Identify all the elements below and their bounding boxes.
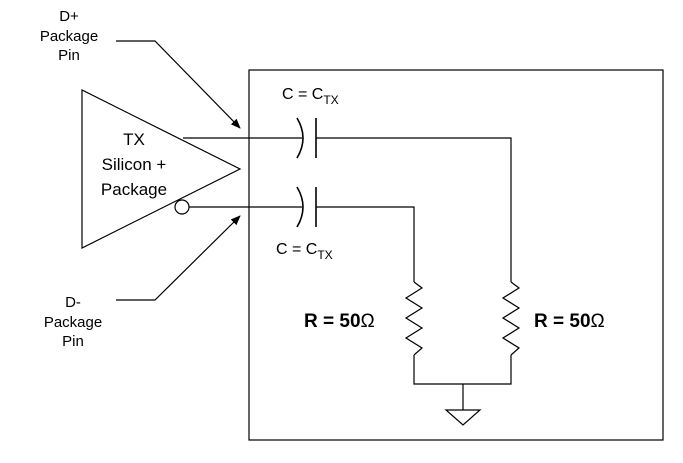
tx-driver-triangle [81,89,242,249]
top-capacitor-label-subscript: TX [323,93,338,107]
left-resistor-label: R = 50Ω [304,311,375,332]
tx-driver-label: TX Silicon + Package [101,130,167,199]
d-plus-label-line-1: D+ [59,8,79,25]
common-return-wire [413,355,512,385]
d-minus-callout-arrow [116,215,241,301]
tx-label-line-3: Package [101,180,167,199]
termination-box [248,69,664,441]
bottom-cap-to-left-resistor-wire [316,206,415,282]
inverting-bubble [174,199,190,215]
d-minus-pin-label: D- Package Pin [44,294,102,350]
right-resistor-label-value: R = 50 [534,311,591,332]
left-resistor [404,281,424,356]
top-capacitor-label: C = CTX [282,86,339,107]
d-plus-pin-label: D+ Package Pin [40,8,98,64]
right-resistor-label-unit: Ω [591,311,605,332]
right-resistor [501,281,521,356]
tx-label-line-2: Silicon + [102,155,167,174]
bottom-capacitor-label: C = CTX [276,241,333,262]
ground-icon [444,409,482,426]
top-cap-to-right-resistor-wire [316,137,512,282]
d-plus-callout-arrow [116,40,241,129]
left-resistor-label-unit: Ω [361,311,375,332]
tx-label-line-1: TX [123,130,145,149]
right-resistor-label: R = 50Ω [534,311,605,332]
d-minus-label-line-1: D- [65,294,81,311]
d-plus-label-line-3: Pin [58,47,80,64]
bottom-capacitor-label-prefix: C = C [276,241,317,258]
bottom-capacitor-label-subscript: TX [317,248,332,262]
d-minus-label-line-3: Pin [62,333,84,350]
d-plus-label-line-2: Package [40,28,98,45]
top-capacitor-label-prefix: C = C [282,86,323,103]
left-resistor-label-value: R = 50 [304,311,361,332]
d-minus-label-line-2: Package [44,314,102,331]
